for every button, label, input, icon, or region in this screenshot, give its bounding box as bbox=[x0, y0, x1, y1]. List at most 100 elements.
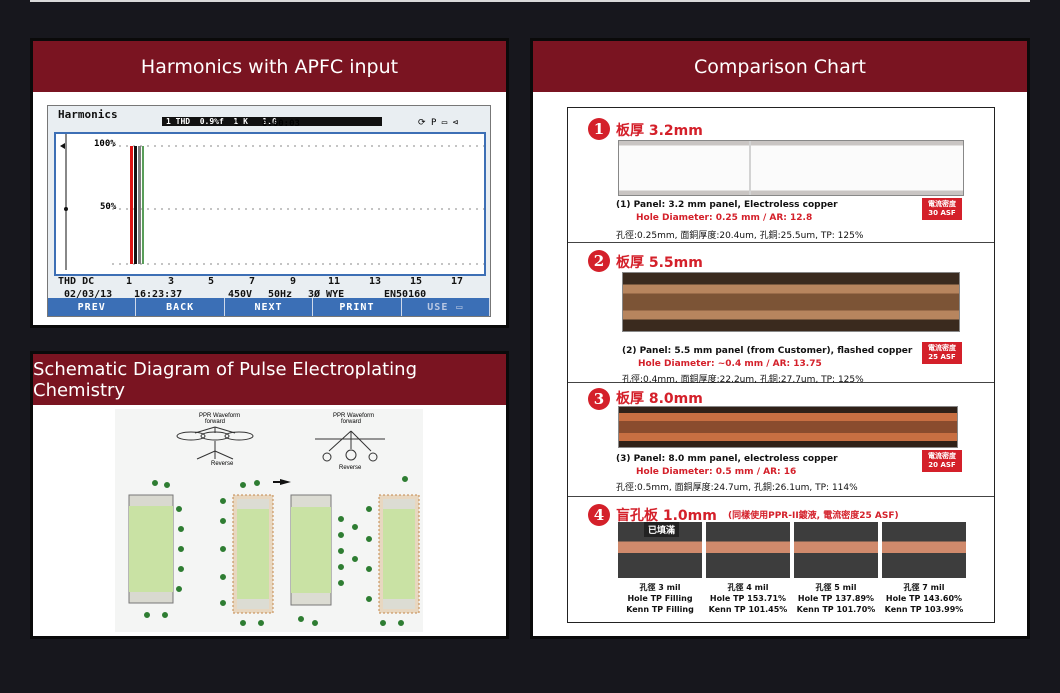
x-label-11: 11 bbox=[328, 276, 341, 287]
caption-metrics: 孔徑:0.25mm, 面銅厚度:20.4um, 孔銅:25.5um, TP: 1… bbox=[616, 231, 864, 241]
x-label-1: 1 bbox=[126, 276, 133, 287]
comparison-chart: 1 板厚 3.2mm (1) Panel: 3.2 mm panel, Elec… bbox=[567, 107, 995, 623]
bar-fundamental-red bbox=[130, 146, 133, 264]
forward-label-left: forward bbox=[205, 419, 226, 425]
cursor-dot bbox=[64, 207, 68, 211]
section-number: 1 bbox=[588, 118, 610, 140]
timer-value: 0:00:03 bbox=[262, 119, 300, 129]
ion-markers bbox=[144, 476, 408, 626]
tile-label-mil: 孔徑 3 mil bbox=[639, 583, 681, 592]
y-label-50: 50% bbox=[100, 202, 117, 212]
microvia-tile-4mil bbox=[706, 522, 790, 578]
tile-label-kenn: Kenn TP 101.45% bbox=[708, 605, 788, 614]
panel-title: Comparison Chart bbox=[533, 41, 1027, 92]
bar-fundamental-gray bbox=[138, 146, 141, 264]
waveform-left bbox=[176, 426, 254, 460]
cross-section-image bbox=[618, 140, 964, 196]
current-density-tag: 電流密度 20 ASF bbox=[922, 450, 962, 472]
cursor-arrow-icon bbox=[60, 143, 65, 149]
x-label-3: 3 bbox=[168, 276, 175, 287]
bar-fundamental-black bbox=[134, 146, 137, 264]
panel-title: Harmonics with APFC input bbox=[33, 41, 506, 92]
tile-label-hole: Hole TP 137.89% bbox=[797, 594, 875, 603]
forward-label-right: forward bbox=[341, 419, 362, 425]
top-divider bbox=[30, 0, 1030, 2]
analyzer-screen: Harmonics 1 THD 0.9%f 1 K 1.0 ⏱ 0:00:03 … bbox=[47, 105, 491, 317]
status-bar: 1 THD 0.9%f 1 K 1.0 bbox=[162, 117, 382, 126]
microvia-tile-5mil bbox=[794, 522, 878, 578]
tile-label-mil: 孔徑 5 mil bbox=[815, 583, 857, 592]
power-icons: ⟳ P ▭ ⊲ bbox=[418, 118, 459, 128]
x-label-15: 15 bbox=[410, 276, 423, 287]
clock-icon: ⏱ bbox=[234, 119, 242, 129]
section-title: 盲孔板 1.0mm bbox=[616, 508, 717, 524]
use-label: USE bbox=[427, 301, 449, 313]
caption-panel: (2) Panel: 5.5 mm panel (from Customer),… bbox=[622, 346, 913, 356]
caption-hole: Hole Diameter: 0.25 mm / AR: 12.8 bbox=[636, 213, 813, 223]
battery-icon: ▭ bbox=[456, 301, 464, 313]
schematic-drawing bbox=[128, 426, 420, 626]
tile-label-kenn: Kenn TP 103.99% bbox=[884, 605, 964, 614]
tile-label-mil: 孔徑 4 mil bbox=[727, 583, 769, 592]
harmonics-plot: 100% 50% bbox=[54, 132, 486, 276]
section-number: 2 bbox=[588, 250, 610, 272]
screen-footer: THD DC 1 3 5 7 9 11 13 15 17 02/03/13 16… bbox=[54, 276, 484, 302]
info-standard: EN50160 bbox=[384, 289, 427, 300]
x-label-7: 7 bbox=[249, 276, 256, 287]
schematic-image: PPR Waveform forward Reverse PPR Wavefor… bbox=[115, 409, 423, 632]
caption-panel: (1) Panel: 3.2 mm panel, Electroless cop… bbox=[616, 200, 838, 210]
x-label-9: 9 bbox=[290, 276, 297, 287]
section-2: 2 板厚 5.5mm (2) Panel: 5.5 mm panel (from… bbox=[568, 242, 994, 385]
use-button[interactable]: USE ▭ bbox=[401, 298, 491, 316]
reverse-label-right: Reverse bbox=[339, 465, 362, 471]
section-subtitle: (同樣使用PPR-II鍍液, 電流密度25 ASF) bbox=[728, 511, 899, 521]
section-title: 板厚 5.5mm bbox=[616, 255, 703, 271]
board-4 bbox=[378, 494, 420, 614]
board-2 bbox=[232, 494, 274, 614]
filled-label: 已填滿 bbox=[644, 522, 680, 537]
harmonics-panel: Harmonics with APFC input Harmonics 1 TH… bbox=[30, 38, 509, 328]
cross-section-image bbox=[618, 406, 958, 448]
board-3 bbox=[290, 494, 332, 606]
info-config: 3Ø WYE bbox=[308, 289, 345, 300]
prev-button[interactable]: PREV bbox=[48, 298, 137, 316]
tile-label-kenn: Kenn TP 101.70% bbox=[796, 605, 876, 614]
reverse-label-left: Reverse bbox=[211, 461, 234, 467]
x-label-17: 17 bbox=[451, 276, 464, 287]
microvia-tile-7mil bbox=[882, 522, 966, 578]
screen-name: Harmonics bbox=[58, 108, 118, 121]
section-3: 3 板厚 8.0mm (3) Panel: 8.0 mm panel, elec… bbox=[568, 382, 994, 497]
info-date: 02/03/13 bbox=[64, 289, 113, 300]
section-1: 1 板厚 3.2mm (1) Panel: 3.2 mm panel, Elec… bbox=[568, 108, 994, 243]
current-density-tag: 電流密度 30 ASF bbox=[922, 198, 962, 220]
section-title: 板厚 8.0mm bbox=[616, 391, 703, 407]
print-button[interactable]: PRINT bbox=[313, 298, 402, 316]
waveform-right bbox=[315, 430, 385, 462]
info-frequency: 50Hz bbox=[268, 289, 293, 300]
info-voltage: 450V bbox=[228, 289, 253, 300]
tile-label-mil: 孔徑 7 mil bbox=[903, 583, 945, 592]
softkey-bar: PREV BACK NEXT PRINT USE ▭ bbox=[48, 298, 491, 316]
caption-metrics: 孔徑:0.4mm, 面銅厚度:22.2um, 孔銅:27.7um, TP: 12… bbox=[622, 375, 864, 385]
x-label-thddc: THD DC bbox=[58, 276, 95, 287]
x-label-5: 5 bbox=[208, 276, 215, 287]
section-title: 板厚 3.2mm bbox=[616, 123, 703, 139]
tile-label-kenn: Kenn TP Filling bbox=[626, 605, 694, 614]
arrow-icon bbox=[280, 479, 291, 485]
y-label-100: 100% bbox=[94, 139, 116, 149]
ppr-label-right: PPR Waveform bbox=[333, 413, 375, 419]
harmonics-graph bbox=[60, 134, 484, 270]
bar-fundamental-green bbox=[142, 146, 144, 264]
x-label-13: 13 bbox=[369, 276, 382, 287]
section-4: 4 盲孔板 1.0mm (同樣使用PPR-II鍍液, 電流密度25 ASF) 已… bbox=[568, 496, 994, 622]
cross-section-image bbox=[622, 272, 960, 332]
caption-hole: Hole Diameter: 0.5 mm / AR: 16 bbox=[636, 467, 797, 477]
next-button[interactable]: NEXT bbox=[224, 298, 314, 316]
caption-panel: (3) Panel: 8.0 mm panel, electroless cop… bbox=[616, 454, 838, 464]
tile-label-hole: Hole TP Filling bbox=[627, 594, 693, 603]
back-button[interactable]: BACK bbox=[136, 298, 225, 316]
caption-metrics: 孔徑:0.5mm, 面銅厚度:24.7um, 孔銅:26.1um, TP: 11… bbox=[616, 483, 858, 493]
panel-title: Schematic Diagram of Pulse Electroplatin… bbox=[33, 354, 506, 405]
info-time: 16:23:37 bbox=[134, 289, 183, 300]
tile-label-hole: Hole TP 153.71% bbox=[709, 594, 787, 603]
